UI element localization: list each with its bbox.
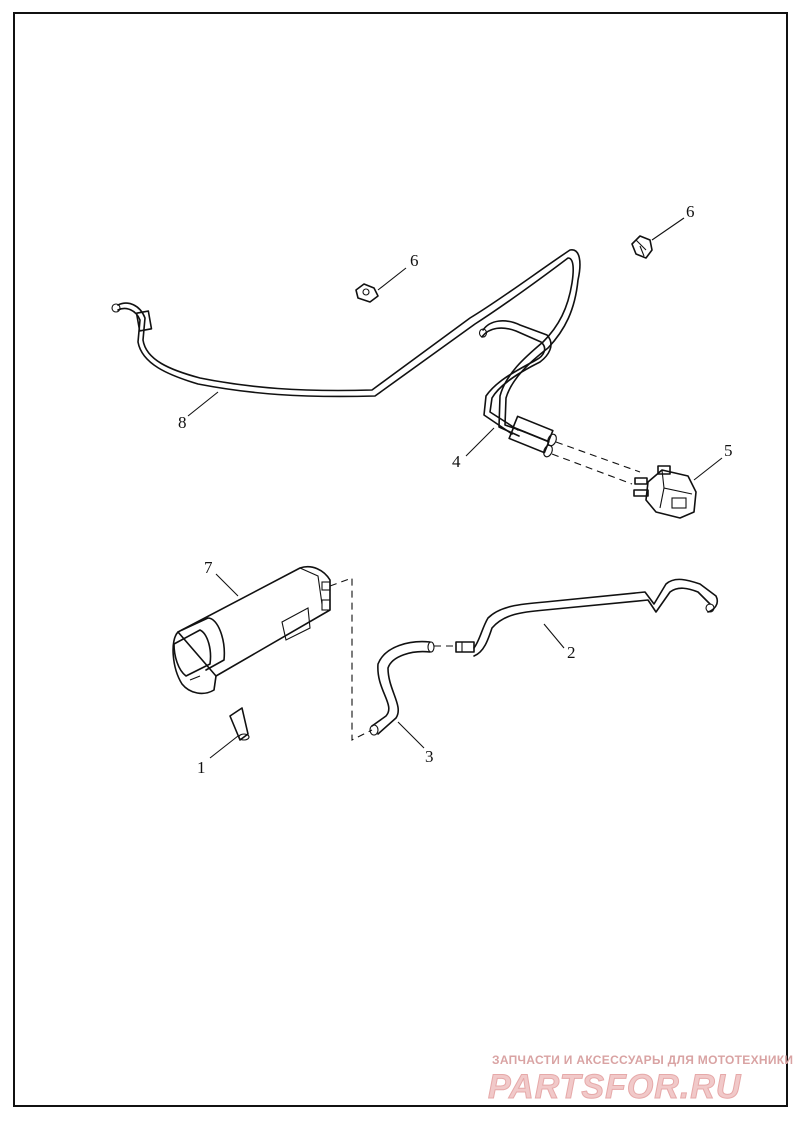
connector-4-5-b	[551, 453, 633, 485]
connector-4-5-a	[555, 441, 641, 473]
leader-5	[693, 457, 723, 481]
part-5-valve	[633, 465, 697, 519]
leader-7	[215, 573, 239, 597]
watermark-tagline: ЗАПЧАСТИ И АКСЕССУАРЫ ДЛЯ МОТОТЕХНИКИ	[492, 1053, 793, 1067]
connector-7-3	[329, 577, 373, 741]
leader-6b	[651, 217, 685, 241]
part-4-tube	[478, 320, 557, 458]
callout-4: 4	[452, 452, 461, 471]
part-6-clip-right	[631, 235, 653, 259]
leader-6a	[377, 267, 407, 291]
callout-3: 3	[425, 747, 434, 766]
leader-3	[397, 721, 425, 749]
leader-8	[187, 391, 219, 417]
callout-7: 7	[204, 558, 213, 577]
part-8-hose	[111, 249, 581, 437]
diagram-border	[13, 12, 788, 1107]
leader-4	[465, 427, 495, 457]
part-2-tube	[473, 578, 719, 657]
callout-6-left: 6	[410, 251, 419, 270]
leader-1	[209, 735, 239, 759]
part-3-hose	[369, 640, 435, 736]
callout-8: 8	[178, 413, 187, 432]
part-6-clip-left	[355, 283, 379, 303]
leader-2	[543, 623, 565, 649]
callout-2: 2	[567, 643, 576, 662]
callout-1: 1	[197, 758, 206, 777]
part-fitting	[455, 641, 475, 653]
part-1-screw	[229, 707, 250, 741]
watermark-brand: PARTSFOR.RU	[488, 1068, 742, 1106]
callout-5: 5	[724, 441, 733, 460]
callout-6-right: 6	[686, 202, 695, 221]
part-7-canister	[172, 565, 331, 695]
